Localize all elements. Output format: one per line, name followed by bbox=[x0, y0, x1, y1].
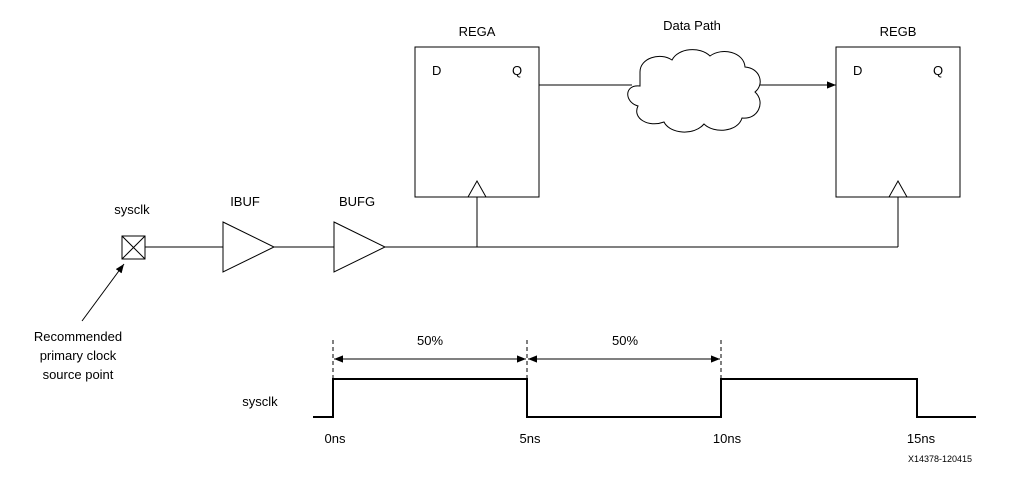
register-rega: REGA D Q bbox=[414, 24, 540, 198]
note-line-3: source point bbox=[43, 367, 114, 382]
regb-clock-triangle-icon bbox=[888, 179, 908, 198]
bufg-triangle-icon bbox=[333, 221, 387, 273]
annotation-note: Recommended primary clock source point bbox=[34, 329, 122, 382]
regb-box bbox=[835, 46, 961, 198]
time-label-5ns: 5ns bbox=[520, 431, 541, 446]
sysclk-waveform bbox=[313, 378, 976, 418]
figure-id: X14378-120415 bbox=[908, 454, 972, 464]
ibuf-buffer: IBUF bbox=[222, 194, 276, 273]
note-line-2: primary clock bbox=[40, 348, 117, 363]
rega-box bbox=[414, 46, 540, 198]
regb-pin-d: D bbox=[853, 63, 862, 78]
regb-title: REGB bbox=[880, 24, 917, 39]
rega-pin-d: D bbox=[432, 63, 441, 78]
ibuf-triangle-icon bbox=[222, 221, 276, 273]
annotation-arrow bbox=[81, 263, 125, 322]
sysclk-port-label: sysclk bbox=[114, 202, 150, 217]
timing-diagram: sysclk 50% 50% 0ns 5ns 10ns 15ns bbox=[242, 333, 976, 446]
rega-clock-triangle-icon bbox=[467, 179, 487, 198]
rega-title: REGA bbox=[459, 24, 496, 39]
ibuf-label: IBUF bbox=[230, 194, 260, 209]
time-label-15ns: 15ns bbox=[907, 431, 936, 446]
rega-pin-q: Q bbox=[512, 63, 522, 78]
bufg-label: BUFG bbox=[339, 194, 375, 209]
time-label-10ns: 10ns bbox=[713, 431, 742, 446]
duty-high-label: 50% bbox=[417, 333, 443, 348]
sysclk-port: sysclk bbox=[114, 202, 150, 260]
time-label-0ns: 0ns bbox=[325, 431, 346, 446]
data-path: Data Path bbox=[627, 18, 761, 133]
data-path-label: Data Path bbox=[663, 18, 721, 33]
note-line-1: Recommended bbox=[34, 329, 122, 344]
sysclk-port-cross-icon bbox=[121, 235, 146, 260]
data-path-cloud-icon bbox=[627, 49, 761, 133]
duty-low-label: 50% bbox=[612, 333, 638, 348]
bufg-buffer: BUFG bbox=[333, 194, 387, 273]
waveform-signal-label: sysclk bbox=[242, 394, 278, 409]
regb-pin-q: Q bbox=[933, 63, 943, 78]
register-regb: REGB D Q bbox=[835, 24, 961, 198]
